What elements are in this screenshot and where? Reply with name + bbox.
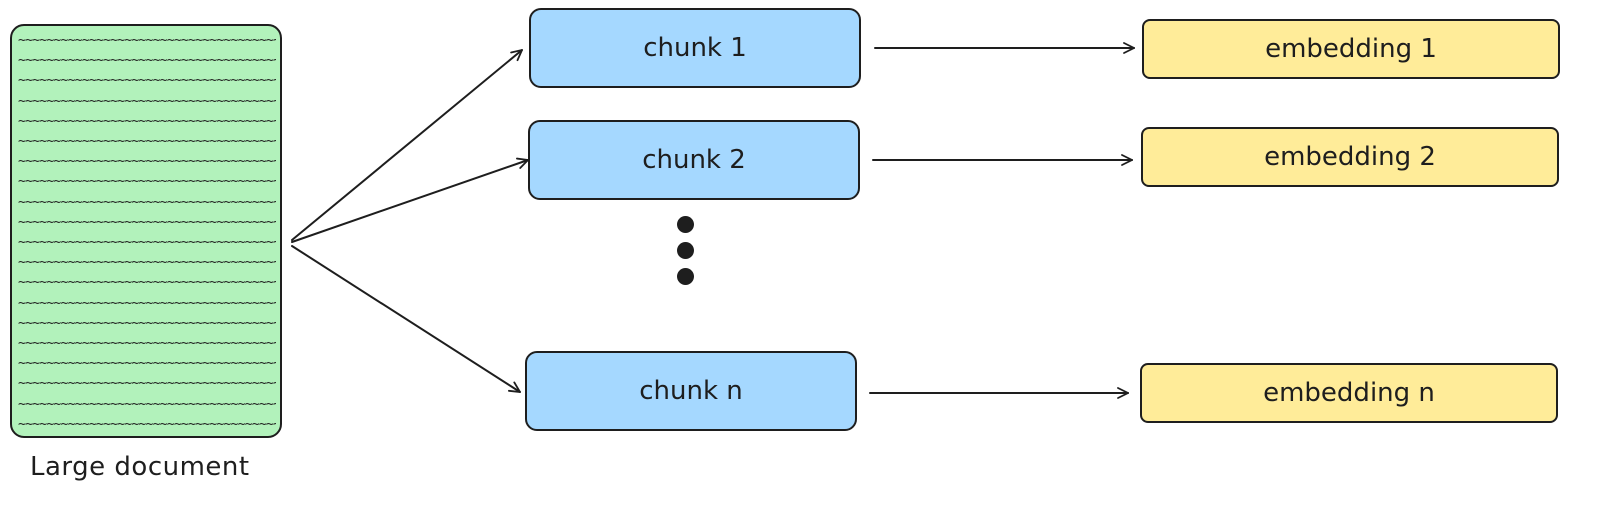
chunk-2-box: chunk 2 (528, 120, 860, 200)
embedding-1-box: embedding 1 (1142, 19, 1560, 79)
chunk-2-label: chunk 2 (642, 145, 746, 175)
embedding-n-box: embedding n (1140, 363, 1558, 423)
arrow-doc-to-chunk-2 (291, 160, 528, 243)
embedding-2-label: embedding 2 (1264, 142, 1436, 172)
large-document-box: ~~~~~~~~~~~~~~~~~~~~~~~~~~~~~~~~~~~~~~~~… (10, 24, 282, 438)
document-text-lines: ~~~~~~~~~~~~~~~~~~~~~~~~~~~~~~~~~~~~~~~~… (18, 33, 276, 432)
embedding-2-box: embedding 2 (1141, 127, 1559, 187)
large-document-label: Large document (30, 452, 250, 482)
arrow-doc-to-chunk-1 (291, 50, 522, 241)
chunk-n-box: chunk n (525, 351, 857, 431)
ellipsis-dot-3 (677, 268, 694, 285)
ellipsis-dot-2 (677, 242, 694, 259)
embedding-n-label: embedding n (1263, 378, 1435, 408)
embedding-1-label: embedding 1 (1265, 34, 1437, 64)
arrow-doc-to-chunk-n (291, 245, 520, 392)
chunk-1-label: chunk 1 (643, 33, 747, 63)
ellipsis-dot-1 (677, 216, 694, 233)
chunk-1-box: chunk 1 (529, 8, 861, 88)
chunk-n-label: chunk n (639, 376, 743, 406)
